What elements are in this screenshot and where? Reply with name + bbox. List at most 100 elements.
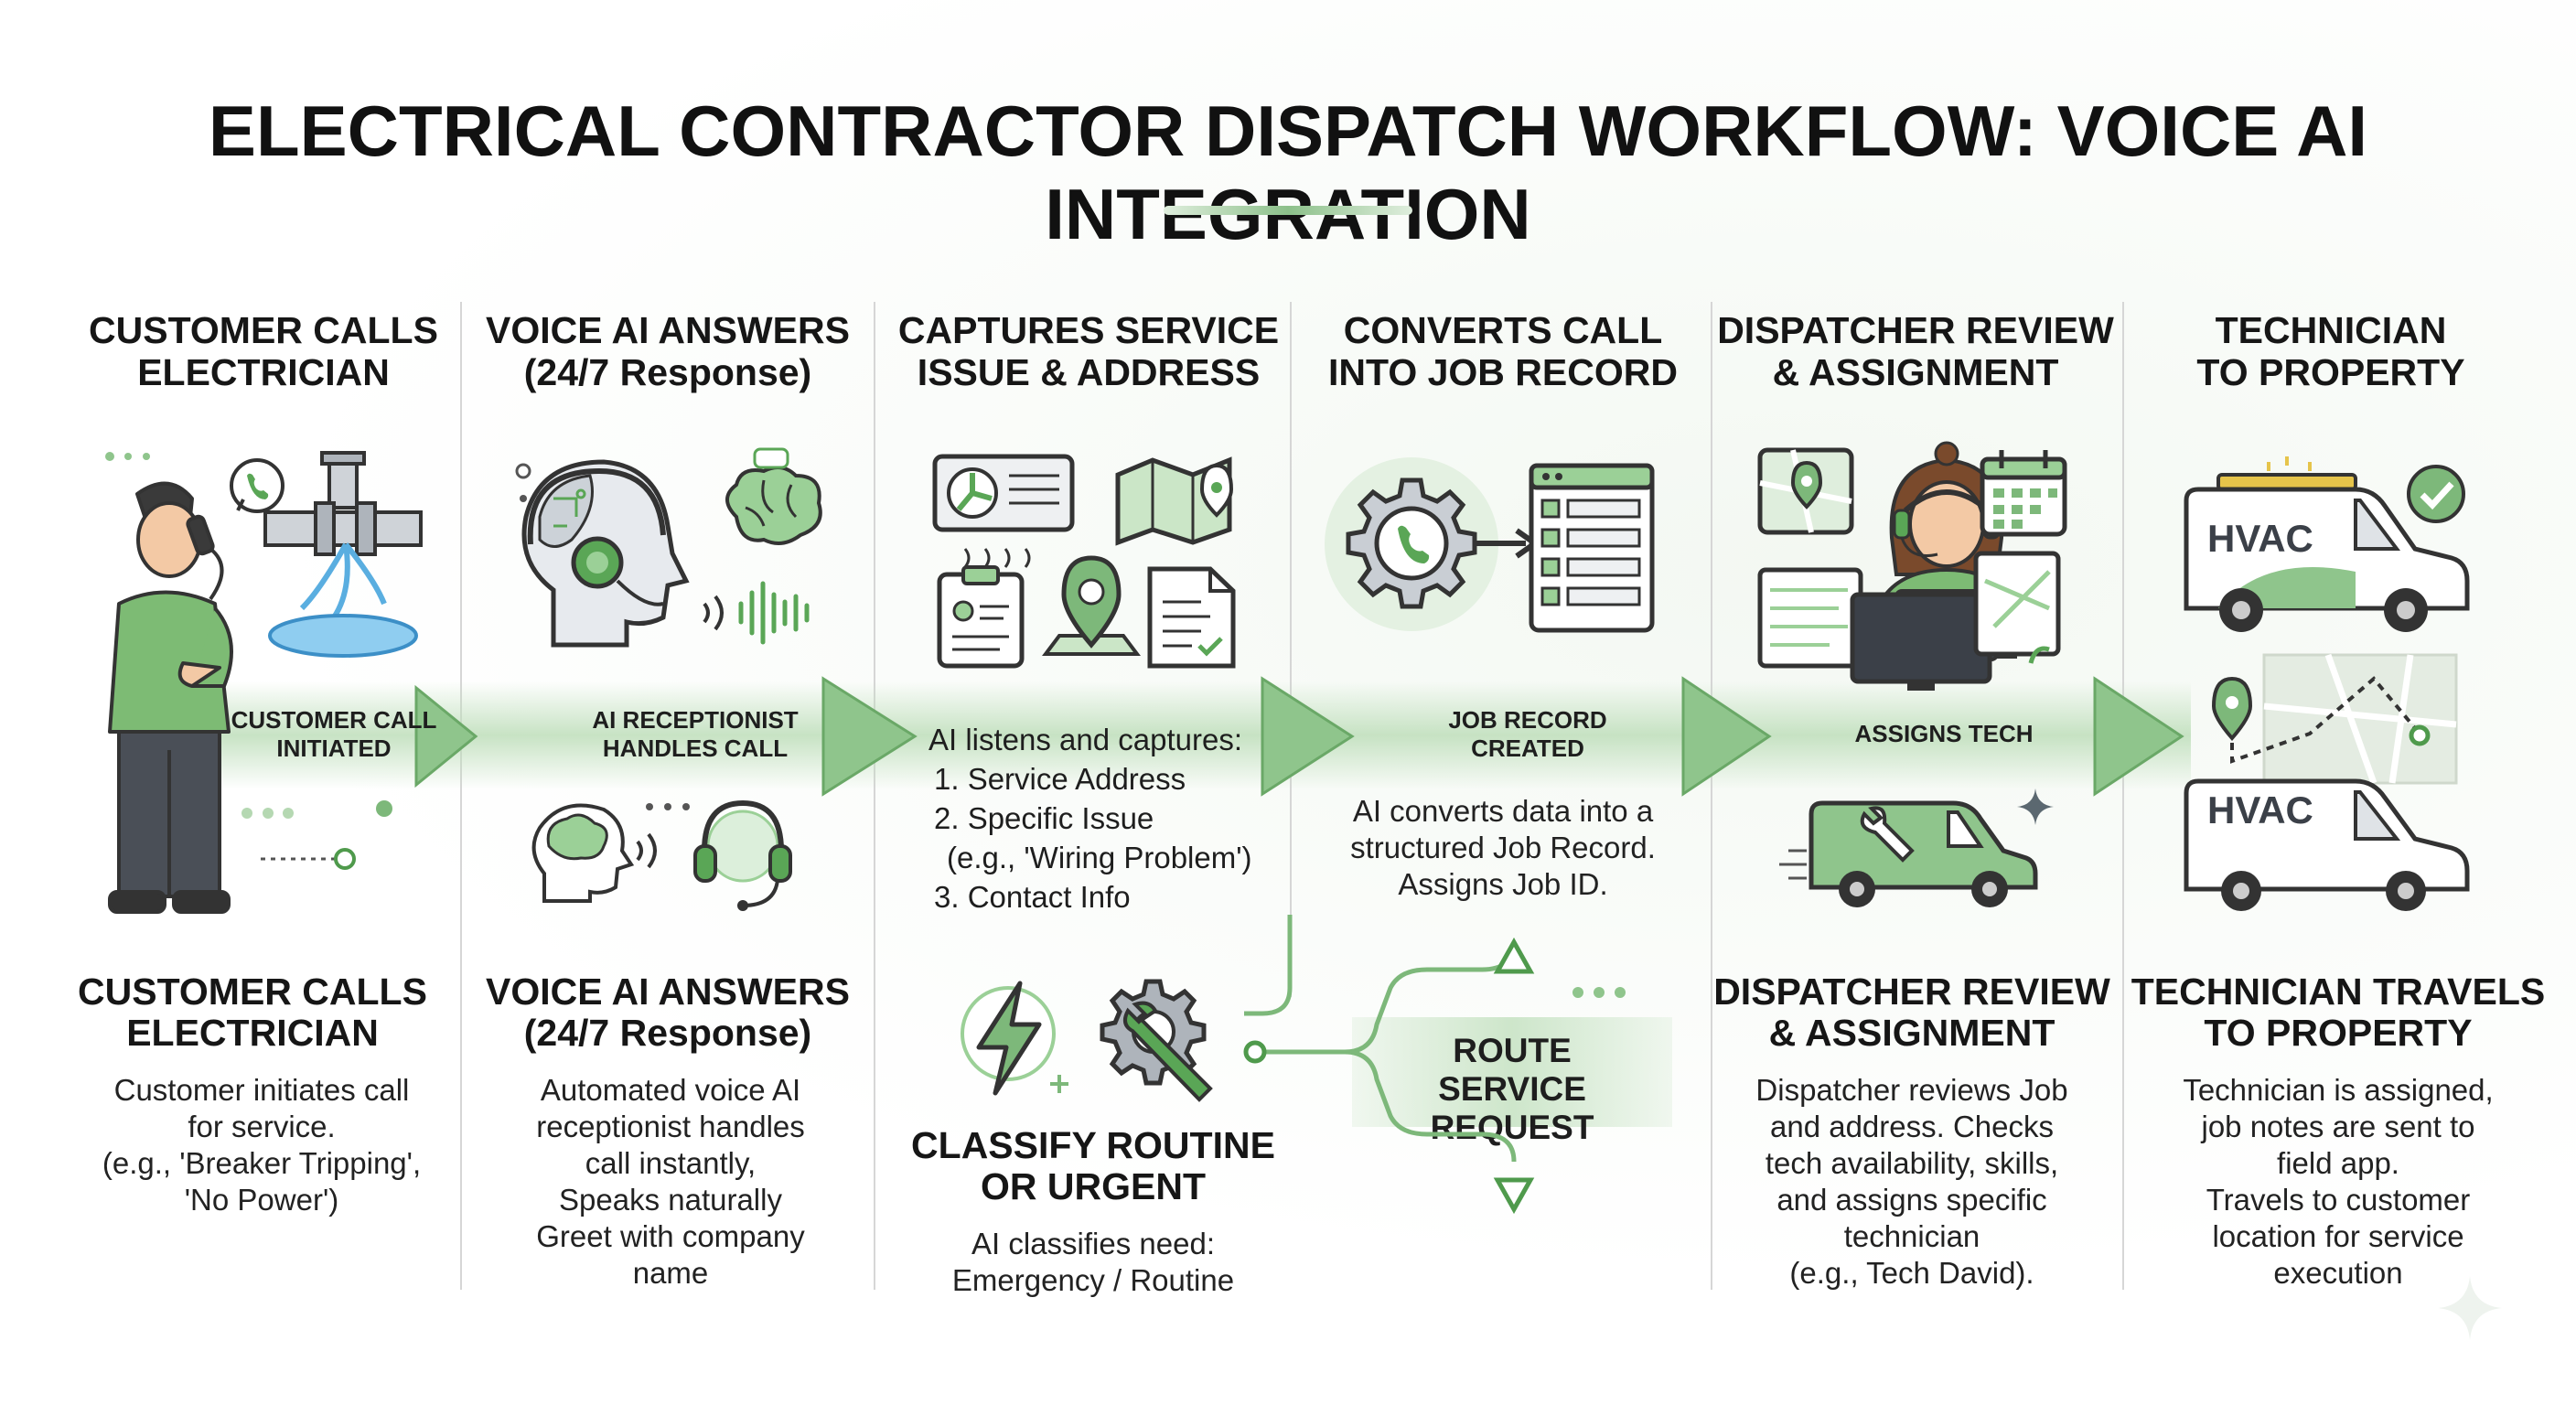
header-line: DISPATCHER REVIEW: [1717, 309, 2114, 351]
sub-line: (24/7 Response): [523, 1012, 812, 1054]
label-line: JOB RECORD: [1448, 706, 1607, 734]
desc-line: technician: [1843, 1219, 1980, 1253]
arrow-label-ai-receptionist: AI RECEPTIONIST HANDLES CALL: [567, 706, 823, 763]
header-line: TECHNICIAN: [2215, 309, 2447, 351]
flow-arrow-icon: [1261, 676, 1355, 797]
van-label: HVAC: [2207, 788, 2313, 831]
capture-list-item: 1. Service Address: [934, 762, 1186, 796]
van-label: HVAC: [2207, 517, 2313, 560]
header-line: ISSUE & ADDRESS: [917, 351, 1261, 393]
sub-line: ELECTRICIAN: [126, 1012, 379, 1054]
sub-line: TECHNICIAN TRAVELS: [2131, 971, 2546, 1013]
route-service-request: ROUTE SERVICE REQUEST: [1352, 1032, 1672, 1147]
header-line: CUSTOMER CALLS: [89, 309, 438, 351]
desc-line: location for service: [2212, 1219, 2464, 1253]
desc-line: name: [632, 1256, 709, 1290]
desc-line: tech availability, skills,: [1765, 1146, 2059, 1180]
step-1-desc: Customer initiates call for service. (e.…: [60, 1072, 463, 1218]
desc-line: Emergency / Routine: [951, 1263, 1235, 1297]
desc-line: structured Job Record.: [1350, 831, 1656, 864]
job-record-form-icon: [1529, 463, 1655, 633]
step-2-header: VOICE AI ANSWERS (24/7 Response): [467, 309, 869, 393]
desc-line: AI classifies need:: [971, 1227, 1215, 1260]
arrow-label-call-initiated: CUSTOMER CALL INITIATED: [206, 706, 462, 763]
step-3-header: CAPTURES SERVICE ISSUE & ADDRESS: [887, 309, 1290, 393]
desc-line: Travels to customer: [2206, 1183, 2471, 1217]
step-2-subheader: VOICE AI ANSWERS (24/7 Response): [467, 971, 869, 1054]
sub-line: OR URGENT: [981, 1165, 1206, 1207]
header-line: (24/7 Response): [523, 351, 812, 393]
desc-line: Automated voice AI: [540, 1073, 801, 1107]
desc-line: and address. Checks: [1769, 1110, 2054, 1143]
desc-line: field app.: [2277, 1146, 2399, 1180]
header-line: VOICE AI ANSWERS: [486, 309, 850, 351]
header-line: & ASSIGNMENT: [1772, 351, 2059, 393]
decorative-dots: [105, 452, 392, 870]
step-5-header: DISPATCHER REVIEW & ASSIGNMENT: [1714, 309, 2117, 393]
wrench-gear-icon: [1100, 979, 1213, 1102]
sub-line: CLASSIFY ROUTINE: [911, 1124, 1275, 1166]
person-phone-icon: [108, 481, 233, 914]
hvac-unit-icon: [932, 454, 1075, 532]
phone-gear-icon: [1325, 457, 1540, 631]
route-line: SERVICE REQUEST: [1430, 1070, 1594, 1146]
flow-arrow-icon: [821, 676, 918, 797]
header-line: ELECTRICIAN: [137, 351, 390, 393]
location-pin-icon: [1042, 555, 1141, 656]
sub-line: TO PROPERTY: [2204, 1012, 2473, 1054]
sub-line: VOICE AI ANSWERS: [486, 971, 850, 1013]
desc-line: Dispatcher reviews Job: [1755, 1073, 2068, 1107]
flow-arrow-icon: [1681, 676, 1772, 797]
check-icon: [2407, 465, 2465, 523]
header-line: TO PROPERTY: [2196, 351, 2465, 393]
brain-head-icon: [531, 803, 657, 903]
capture-list-item: (e.g., 'Wiring Problem'): [947, 841, 1252, 874]
clipboard-icon: [937, 565, 1025, 669]
capture-list-item: 3. Contact Info: [934, 880, 1131, 914]
desc-line: Greet with company: [536, 1219, 805, 1253]
van-icon: [2184, 778, 2470, 911]
step-6-subheader: TECHNICIAN TRAVELS TO PROPERTY: [2128, 971, 2549, 1054]
capture-list-item: 2. Specific Issue: [934, 801, 1154, 835]
column-divider: [1290, 302, 1292, 997]
route-map-icon: [2211, 653, 2458, 785]
sparkle-icon: [2438, 1276, 2502, 1340]
burst-pipe-icon: [263, 451, 423, 658]
hvac-heat-lines-icon: [963, 548, 1031, 568]
checklist-icon: [1147, 566, 1236, 669]
route-line: ROUTE: [1453, 1032, 1572, 1069]
step-3-desc: AI classifies need: Emergency / Routine: [892, 1226, 1294, 1299]
desc-line: 'No Power'): [184, 1183, 339, 1217]
calendar-icon: [1980, 450, 2067, 537]
title-underline: [1164, 206, 1412, 215]
lightning-icon: [961, 981, 1068, 1096]
desc-line: Assigns Job ID.: [1398, 867, 1608, 901]
headset-icon: [693, 799, 792, 911]
desc-line: AI converts data into a: [1352, 794, 1654, 828]
desc-line: job notes are sent to: [2201, 1110, 2475, 1143]
flow-arrow-icon: [414, 684, 478, 788]
sparkle-icon: [2017, 788, 2054, 825]
desc-line: receptionist handles: [536, 1110, 805, 1143]
van-icon: [2184, 456, 2470, 632]
desc-line: and assigns specific: [1776, 1183, 2047, 1217]
phone-bubble-icon: [230, 458, 284, 513]
ai-head-headset-icon: [521, 459, 690, 648]
arrow-label-job-record: JOB RECORD CREATED: [1400, 706, 1656, 763]
sound-wave-icon: [703, 581, 810, 645]
map-icon: [1115, 456, 1234, 546]
job-record-desc: AI converts data into a structured Job R…: [1302, 793, 1704, 903]
desc-line: (e.g., Tech David).: [1789, 1256, 2034, 1290]
label-line: ASSIGNS TECH: [1854, 720, 2034, 747]
header-line: CAPTURES SERVICE: [897, 309, 1280, 351]
step-1-header: CUSTOMER CALLS ELECTRICIAN: [62, 309, 465, 393]
step-6-header: TECHNICIAN TO PROPERTY: [2130, 309, 2532, 393]
step-6-desc: Technician is assigned, job notes are se…: [2128, 1072, 2549, 1292]
header-line: CONVERTS CALL: [1343, 309, 1663, 351]
step-5-subheader: DISPATCHER REVIEW & ASSIGNMENT: [1711, 971, 2113, 1054]
flow-band: [197, 681, 2191, 789]
flow-arrow-icon: [2093, 676, 2184, 797]
sub-line: DISPATCHER REVIEW: [1713, 971, 2110, 1013]
